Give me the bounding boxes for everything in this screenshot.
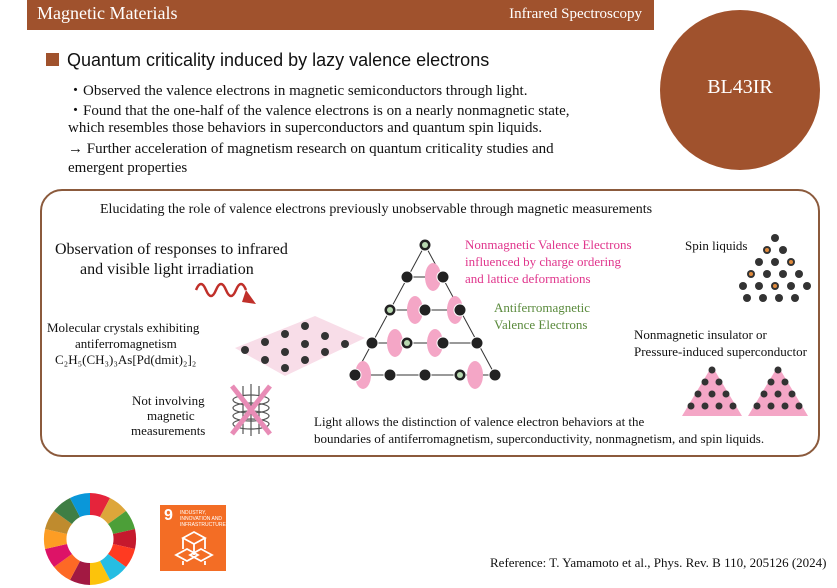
header-bar: Magnetic Materials Infrared Spectroscopy	[27, 0, 654, 30]
conclusion-line-1: Light allows the distinction of valence …	[314, 414, 645, 429]
molecular-crystal-icon	[235, 316, 365, 376]
insulator-superconductor-lattices	[682, 366, 808, 416]
heading-bullet-icon	[46, 53, 59, 66]
reference-text: Reference: T. Yamamoto et al., Phys. Rev…	[490, 555, 827, 570]
sdg9-label: INDUSTRY, INNOVATION AND INFRASTRUCTURE	[180, 510, 226, 528]
crystal-line-1: Molecular crystals exhibiting	[47, 320, 200, 335]
magnetic-coil-crossed-icon	[230, 384, 272, 436]
antiferromagnetic-line-2: Valence Electrons	[494, 317, 588, 332]
beamline-circle: BL43IR	[660, 10, 820, 170]
antiferromagnetic-line-1: Antiferromagnetic	[494, 300, 591, 315]
wave-icon	[194, 282, 256, 304]
central-lattice-diagram	[348, 238, 502, 389]
observation-line-1: Observation of responses to infrared	[55, 241, 288, 258]
nonmagnetic-line-3: and lattice deformations	[465, 271, 591, 286]
header-right-title: Infrared Spectroscopy	[509, 6, 642, 22]
beamline-label: BL43IR	[707, 76, 773, 98]
nonmagnetic-line-1: Nonmagnetic Valence Electrons	[465, 237, 632, 252]
panel-title: Elucidating the role of valence electron…	[100, 202, 653, 217]
observation-line-2: and visible light irradiation	[80, 261, 254, 278]
illustration-panel	[40, 189, 820, 457]
not-involving-2: magnetic	[147, 408, 195, 423]
sdg9-number: 9	[164, 507, 173, 524]
sdg-wheel-icon	[43, 493, 137, 585]
spin-liquids-label: Spin liquids	[685, 238, 748, 253]
insulator-line-1: Nonmagnetic insulator or	[634, 327, 767, 342]
crystal-line-2: antiferromagnetism	[75, 336, 177, 351]
spin-liquid-lattice	[739, 234, 811, 302]
not-involving-1: Not involving	[132, 393, 205, 408]
conclusion-line-2: boundaries of antiferromagnetism, superc…	[314, 431, 765, 446]
body-line-5: emergent properties	[68, 160, 188, 176]
molecular-formula: C₂H₅(CH₃)₃As[Pd(dmit)₂]₂	[55, 352, 197, 367]
body-line-4: → Further acceleration of magnetism rese…	[68, 141, 554, 157]
body-line-2: ・Found that the one-half of the valence …	[68, 103, 570, 119]
body-line-1: ・Observed the valence electrons in magne…	[68, 83, 528, 99]
sdg9-tile: 9 INDUSTRY, INNOVATION AND INFRASTRUCTUR…	[160, 505, 226, 571]
main-heading: Quantum criticality induced by lazy vale…	[67, 50, 490, 70]
header-left-title: Magnetic Materials	[37, 3, 178, 23]
cubes-icon	[174, 530, 214, 565]
body-line-3: which resembles those behaviors in super…	[68, 120, 543, 136]
not-involving-3: measurements	[131, 423, 206, 438]
nonmagnetic-line-2: influenced by charge ordering	[465, 254, 622, 269]
insulator-line-2: Pressure-induced superconductor	[634, 344, 807, 359]
